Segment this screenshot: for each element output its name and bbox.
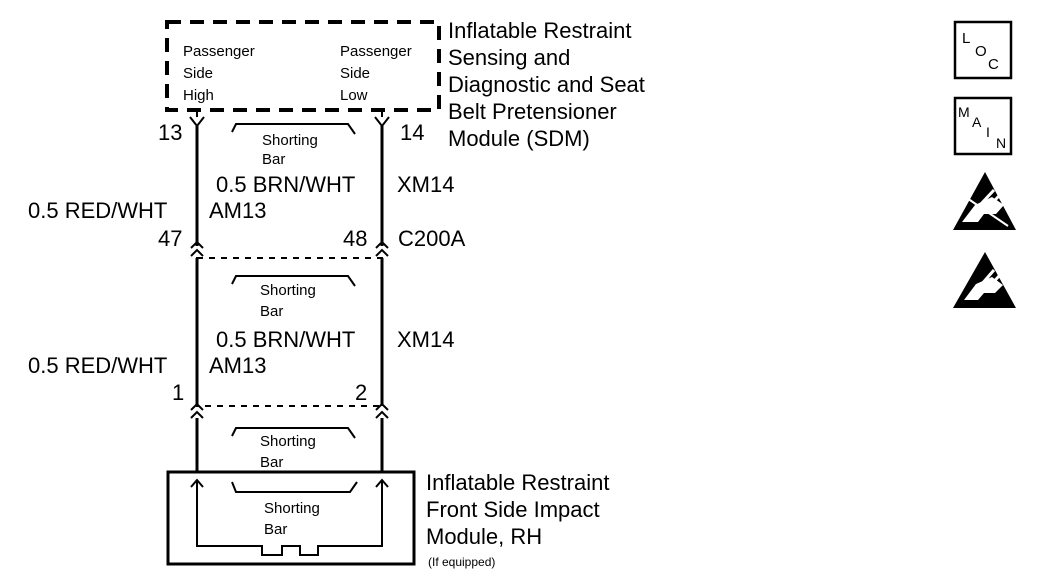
lower-brn-wht-circuit: XM14 [397, 327, 454, 352]
sdm-right-terminal-line-2: Side [340, 65, 370, 82]
module-inner-loop [196, 480, 383, 556]
sdm-pin-left [189, 112, 205, 128]
esd-hand-warning-icon [953, 252, 1016, 308]
main-icon: M A I N [953, 96, 1013, 156]
c200a-pin-left [190, 240, 204, 257]
sdm-right-pin-number: 14 [400, 120, 424, 145]
sdm-right-terminal-line-3: Low [340, 87, 368, 104]
sdm-title-line-1: Inflatable Restraint [448, 18, 631, 43]
c200a-left-pin-number: 47 [158, 226, 182, 251]
shorting-bar-c200a-line-1: Shorting [260, 282, 316, 299]
svg-text:C: C [988, 56, 999, 73]
upper-red-wht-label: 0.5 RED/WHT [28, 198, 167, 223]
lower-pin-left [190, 402, 204, 419]
sdm-left-terminal-line-3: High [183, 87, 214, 104]
upper-brn-wht-label: 0.5 BRN/WHT [216, 172, 355, 197]
sdm-module: Passenger Side High Passenger Side Low I… [165, 18, 645, 151]
loc-icon: L O C [953, 20, 1013, 80]
shorting-bar-lower: Shorting Bar [231, 427, 356, 471]
c200a-right-pin-number: 48 [343, 226, 367, 251]
module-outline [166, 470, 416, 566]
lower-red-wht-circuit: AM13 [209, 353, 266, 378]
upper-brn-wht-circuit: XM14 [397, 172, 454, 197]
esd-hand-warning-icon [953, 172, 1016, 230]
shorting-bar-sdm-line-1: Shorting [262, 132, 318, 149]
module-note: (If equipped) [428, 555, 495, 569]
lower-red-wht-label: 0.5 RED/WHT [28, 353, 167, 378]
module-title-line-3: Module, RH [426, 524, 542, 549]
upper-red-wht-circuit: AM13 [209, 198, 266, 223]
sdm-title-line-5: Module (SDM) [448, 126, 590, 151]
c200a-connector-name: C200A [398, 226, 466, 251]
c200a-pin-right [375, 240, 389, 257]
sdm-pin-right [374, 112, 390, 128]
lower-pin-right [375, 402, 389, 419]
svg-text:N: N [996, 135, 1006, 151]
sdm-title-line-3: Diagnostic and Seat [448, 72, 645, 97]
sdm-dashed-outline [165, 20, 441, 112]
shorting-bar-lower-line-1: Shorting [260, 433, 316, 450]
shorting-bar-c200a: Shorting Bar [231, 275, 356, 320]
module-title-line-1: Inflatable Restraint [426, 470, 609, 495]
front-side-impact-module: Shorting Bar [166, 470, 416, 566]
lower-brn-wht-label: 0.5 BRN/WHT [216, 327, 355, 352]
shorting-bar-c200a-line-2: Bar [260, 303, 283, 320]
svg-text:L: L [962, 30, 970, 47]
svg-text:A: A [972, 114, 982, 130]
sdm-left-terminal-line-2: Side [183, 65, 213, 82]
lower-right-pin-number: 2 [355, 380, 367, 405]
shorting-bar-sdm: Shorting Bar [231, 123, 356, 168]
svg-text:M: M [958, 104, 970, 120]
svg-text:O: O [975, 43, 987, 60]
lower-left-pin-number: 1 [172, 380, 184, 405]
sdm-right-terminal-line-1: Passenger [340, 43, 412, 60]
module-title-line-2: Front Side Impact [426, 497, 600, 522]
shorting-bar-lower-line-2: Bar [260, 454, 283, 471]
svg-text:I: I [986, 124, 990, 140]
sdm-left-terminal-line-1: Passenger [183, 43, 255, 60]
shorting-bar-module-line-1: Shorting [264, 500, 320, 517]
sdm-title-line-4: Belt Pretensioner [448, 99, 617, 124]
shorting-bar-module-line-2: Bar [264, 521, 287, 538]
sdm-title-line-2: Sensing and [448, 45, 570, 70]
sdm-left-pin-number: 13 [158, 120, 182, 145]
shorting-bar-sdm-line-2: Bar [262, 151, 285, 168]
